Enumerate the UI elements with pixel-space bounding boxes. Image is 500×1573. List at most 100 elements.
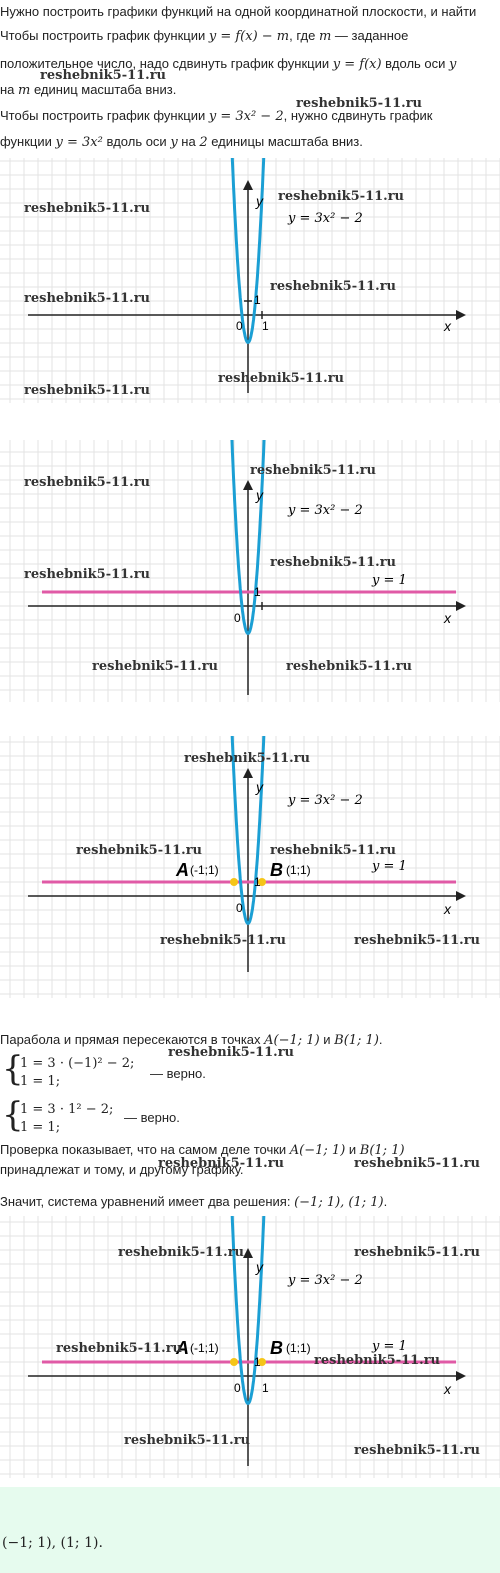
body-text: Значит, система уравнений имеет два реше… bbox=[0, 1194, 295, 1209]
point-a-marker bbox=[230, 878, 238, 886]
watermark: reshebnik5-11.ru bbox=[168, 1045, 295, 1060]
parabola-label: y = 3x² − 2 bbox=[287, 1273, 363, 1288]
y-axis-label: y bbox=[255, 1259, 264, 1275]
y-axis-label: y bbox=[255, 487, 264, 503]
y-axis-arrow-icon bbox=[243, 180, 253, 190]
body-text: . bbox=[383, 1194, 388, 1209]
parabola-label: y = 3x² − 2 bbox=[287, 503, 363, 518]
graph-3: A (-1;1) B (1;1) 0 1 x y y = 3x² − 2 y =… bbox=[0, 736, 500, 998]
x-tick-label: 1 bbox=[262, 319, 269, 333]
y-tick-label: 1 bbox=[254, 293, 261, 307]
line-label: y = 1 bbox=[371, 573, 407, 588]
formula: A(−1; 1) bbox=[264, 1033, 320, 1048]
formula: B(1; 1) bbox=[334, 1033, 379, 1048]
body-text: и bbox=[319, 1032, 335, 1047]
check-text-2: принадлежат и тому, и другому графику. bbox=[0, 1162, 244, 1178]
intro-text: на bbox=[177, 134, 200, 149]
watermark: reshebnik5-11.ru bbox=[218, 371, 344, 386]
watermark: reshebnik5-11.ru bbox=[24, 383, 150, 398]
parabola-curve bbox=[230, 158, 266, 344]
graph-2: 0 1 x y y = 3x² − 2 y = 1 reshebnik5-11.… bbox=[0, 440, 500, 702]
point-b-coords: (1;1) bbox=[286, 863, 311, 877]
body-text: принадлежат и тому, и другому графику. bbox=[0, 1162, 244, 1177]
parabola-curve bbox=[230, 736, 266, 925]
x-axis-arrow-icon bbox=[456, 310, 466, 320]
x-axis-arrow-icon bbox=[456, 601, 466, 611]
y-axis-label: y bbox=[255, 779, 264, 795]
intro-line-3: положительное число, надо сдвинуть графи… bbox=[0, 56, 456, 73]
origin-label: 0 bbox=[236, 319, 243, 333]
watermark: reshebnik5-11.ru bbox=[354, 1245, 480, 1260]
graph-3-svg: A (-1;1) B (1;1) 0 1 x y y = 3x² − 2 y =… bbox=[0, 736, 500, 998]
point-a-coords: (-1;1) bbox=[190, 1341, 219, 1355]
y-axis-arrow-icon bbox=[243, 768, 253, 778]
x-axis-label: x bbox=[443, 901, 452, 917]
intro-text: единиц масштаба вниз. bbox=[30, 82, 177, 97]
system-line: 1 = 1; bbox=[20, 1074, 61, 1089]
watermark: reshebnik5-11.ru bbox=[354, 1156, 481, 1171]
check-text: Проверка показывает, что на самом деле т… bbox=[0, 1142, 405, 1159]
formula: m bbox=[318, 29, 332, 44]
point-b-marker bbox=[258, 878, 266, 886]
intro-text: единицы масштаба вниз. bbox=[207, 134, 363, 149]
graph-4-svg: A (-1;1) B (1;1) 0 1 1 x y y = 3x² − 2 y… bbox=[0, 1216, 500, 1478]
body-text: Парабола и прямая пересекаются в точках bbox=[0, 1032, 265, 1047]
parabola-label: y = 3x² − 2 bbox=[287, 793, 363, 808]
formula: y = f(x) − m bbox=[208, 29, 290, 44]
parabola-curve bbox=[230, 440, 266, 635]
y-axis-arrow-icon bbox=[243, 1248, 253, 1258]
watermark: reshebnik5-11.ru bbox=[56, 1341, 182, 1356]
y-axis-arrow-icon bbox=[243, 480, 253, 490]
intro-line-6: функции y = 3x² вдоль оси y на 2 единицы… bbox=[0, 134, 363, 151]
graph-1: 0 1 1 x y y = 3x² − 2 reshebnik5-11.ru r… bbox=[0, 158, 500, 403]
conclusion-text: Значит, система уравнений имеет два реше… bbox=[0, 1194, 387, 1211]
x-axis-arrow-icon bbox=[456, 1371, 466, 1381]
formula: (−1; 1), (1; 1) bbox=[294, 1195, 384, 1210]
formula: A(−1; 1) bbox=[289, 1143, 346, 1158]
formula: m bbox=[18, 83, 31, 98]
origin-label: 0 bbox=[234, 611, 241, 625]
x-tick-label: 1 bbox=[262, 1381, 269, 1395]
x-axis-arrow-icon bbox=[456, 891, 466, 901]
watermark: reshebnik5-11.ru bbox=[76, 843, 202, 858]
intro-line-4: на m единиц масштаба вниз. bbox=[0, 82, 176, 99]
watermark: reshebnik5-11.ru bbox=[124, 1433, 250, 1448]
point-a-label: A bbox=[175, 860, 189, 880]
intro-text: положительное число, надо сдвинуть графи… bbox=[0, 56, 333, 71]
watermark: reshebnik5-11.ru bbox=[92, 659, 218, 674]
point-a-marker bbox=[230, 1358, 238, 1366]
watermark: reshebnik5-11.ru bbox=[24, 567, 150, 582]
intro-text: Чтобы построить график функции bbox=[0, 108, 209, 123]
formula: y = 3x² − 2 bbox=[208, 109, 284, 124]
x-axis-label: x bbox=[443, 318, 452, 334]
watermark: reshebnik5-11.ru bbox=[40, 68, 167, 83]
origin-label: 0 bbox=[236, 901, 243, 915]
verdict-text: — верно. bbox=[150, 1066, 206, 1081]
watermark: reshebnik5-11.ru bbox=[24, 201, 150, 216]
system-line: 1 = 1; bbox=[20, 1120, 61, 1135]
watermark: reshebnik5-11.ru bbox=[354, 1443, 480, 1458]
intro-line-2: Чтобы построить график функции y = f(x) … bbox=[0, 28, 408, 45]
watermark: reshebnik5-11.ru bbox=[160, 933, 286, 948]
point-a-coords: (-1;1) bbox=[190, 863, 219, 877]
intro-text: функции bbox=[0, 134, 56, 149]
answer-text: (−1; 1), (1; 1). bbox=[2, 1535, 103, 1551]
system-check-2: { 1 = 3 · 1² − 2; 1 = 1; — верно. bbox=[0, 1096, 300, 1138]
graph-4: A (-1;1) B (1;1) 0 1 1 x y y = 3x² − 2 y… bbox=[0, 1216, 500, 1478]
watermark: reshebnik5-11.ru bbox=[354, 933, 480, 948]
intro-text: , где bbox=[289, 28, 319, 43]
watermark: reshebnik5-11.ru bbox=[270, 555, 396, 570]
watermark: reshebnik5-11.ru bbox=[184, 751, 310, 766]
x-axis-label: x bbox=[443, 1381, 452, 1397]
body-text: и bbox=[345, 1142, 360, 1157]
line-label: y = 1 bbox=[371, 859, 407, 874]
point-b-coords: (1;1) bbox=[286, 1341, 311, 1355]
answer-box: (−1; 1), (1; 1). bbox=[0, 1487, 500, 1573]
point-b-marker bbox=[258, 1358, 266, 1366]
body-text: Проверка показывает, что на самом деле т… bbox=[0, 1142, 290, 1157]
x-axis-label: x bbox=[443, 610, 452, 626]
y-axis-label: y bbox=[255, 193, 264, 209]
y-tick-label: 1 bbox=[254, 585, 261, 599]
origin-label: 0 bbox=[234, 1381, 241, 1395]
watermark: reshebnik5-11.ru bbox=[286, 659, 412, 674]
